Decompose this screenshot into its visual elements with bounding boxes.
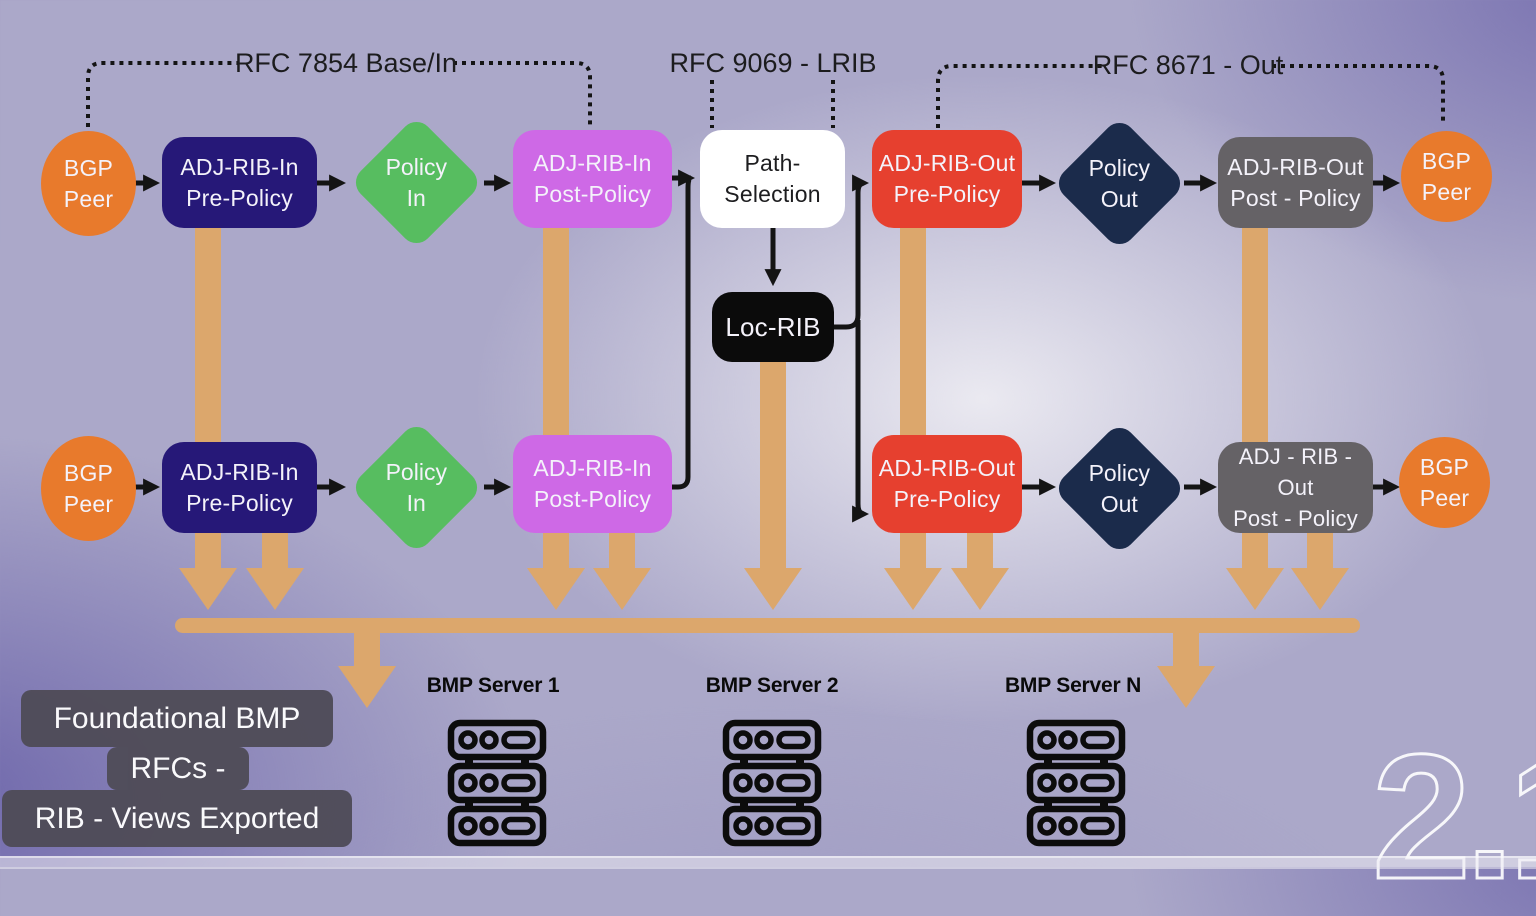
path-selection-node: Path- Selection xyxy=(700,130,845,228)
bmp-bus xyxy=(175,618,1360,708)
bgp-peer-node: BGP Peer xyxy=(1399,437,1490,528)
node-label: BGP xyxy=(1419,453,1470,480)
server-rack-icon xyxy=(722,719,822,847)
bgp-peer-node: BGP Peer xyxy=(41,131,136,236)
node-label: Pre-Policy xyxy=(893,486,1001,512)
node-label: Peer xyxy=(1421,178,1472,205)
rfc-9069-bracket xyxy=(710,80,835,128)
node-label: ADJ-RIB-Out xyxy=(1227,153,1364,180)
node-label: Post-Policy xyxy=(533,486,652,512)
caption-line-1: Foundational BMP xyxy=(21,690,333,747)
node-label: Post - Policy xyxy=(1233,506,1358,531)
node-label: ADJ-RIB-Out xyxy=(878,455,1016,481)
bmp-server-1-label: BMP Server 1 xyxy=(426,674,560,697)
node-label: Peer xyxy=(63,185,114,212)
adj-rib-in-pre-node: ADJ-RIB-In Pre-Policy xyxy=(162,137,317,228)
caption-line-3: RIB - Views Exported xyxy=(2,790,352,847)
rfc-9069-label: RFC 9069 - LRIB xyxy=(669,48,877,78)
node-label: Pre-Policy xyxy=(186,184,293,211)
slide-number: 2.1 xyxy=(1370,717,1536,916)
adj-rib-in-post-node: ADJ-RIB-In Post-Policy xyxy=(513,435,672,533)
node-label: Selection xyxy=(724,181,821,207)
rfc-7854-bracket xyxy=(86,61,592,127)
bmp-server-n-label: BMP Server N xyxy=(1004,674,1142,697)
adj-rib-in-post-node: ADJ-RIB-In Post-Policy xyxy=(513,130,672,228)
adj-rib-in-pre-node: ADJ-RIB-In Pre-Policy xyxy=(162,442,317,533)
node-label: Policy Out xyxy=(1088,459,1151,517)
node-label: Pre-Policy xyxy=(893,181,1001,207)
node-label: Path- xyxy=(744,150,801,176)
server-rack-icon xyxy=(447,719,547,847)
node-label: Loc-RIB xyxy=(725,311,821,342)
adj-rib-out-pre-node: ADJ-RIB-Out Pre-Policy xyxy=(872,435,1022,533)
node-label: ADJ-RIB-In xyxy=(533,455,652,481)
adj-rib-out-pre-node: ADJ-RIB-Out Pre-Policy xyxy=(872,130,1022,228)
node-label: Post-Policy xyxy=(533,181,652,207)
node-label: Peer xyxy=(1419,484,1470,511)
node-label: Peer xyxy=(63,490,114,517)
bgp-peer-node: BGP Peer xyxy=(41,436,136,541)
node-label: ADJ-RIB-In xyxy=(180,153,299,180)
rfc-8671-label: RFC 8671 - Out xyxy=(1092,50,1284,80)
adj-rib-out-post-node: ADJ - RIB - Out Post - Policy xyxy=(1218,442,1373,533)
bottom-edge-line xyxy=(0,856,1536,869)
bgp-flow-arrows xyxy=(133,169,1401,523)
node-label: BGP xyxy=(1421,147,1472,174)
node-label: Pre-Policy xyxy=(186,489,293,516)
node-label: ADJ - RIB - Out xyxy=(1238,444,1353,500)
caption-line-2: RFCs - xyxy=(107,747,249,790)
node-label: BGP xyxy=(63,459,114,486)
adj-rib-out-post-node: ADJ-RIB-Out Post - Policy xyxy=(1218,137,1373,228)
node-label: Policy In xyxy=(385,153,448,211)
rfc-8671-bracket xyxy=(936,64,1445,128)
bgp-peer-node: BGP Peer xyxy=(1401,131,1492,222)
rfc-7854-label: RFC 7854 Base/In xyxy=(234,48,458,78)
node-label: Policy In xyxy=(385,458,448,516)
node-label: Policy Out xyxy=(1088,154,1151,212)
node-label: ADJ-RIB-In xyxy=(533,150,652,176)
node-label: Post - Policy xyxy=(1230,184,1361,211)
node-label: ADJ-RIB-Out xyxy=(878,150,1016,176)
node-label: ADJ-RIB-In xyxy=(180,458,299,485)
loc-rib-node: Loc-RIB xyxy=(712,292,834,362)
node-label: BGP xyxy=(63,154,114,181)
bmp-server-2-label: BMP Server 2 xyxy=(705,674,839,697)
server-rack-icon xyxy=(1026,719,1126,847)
bmp-export-arrows xyxy=(179,225,1349,610)
